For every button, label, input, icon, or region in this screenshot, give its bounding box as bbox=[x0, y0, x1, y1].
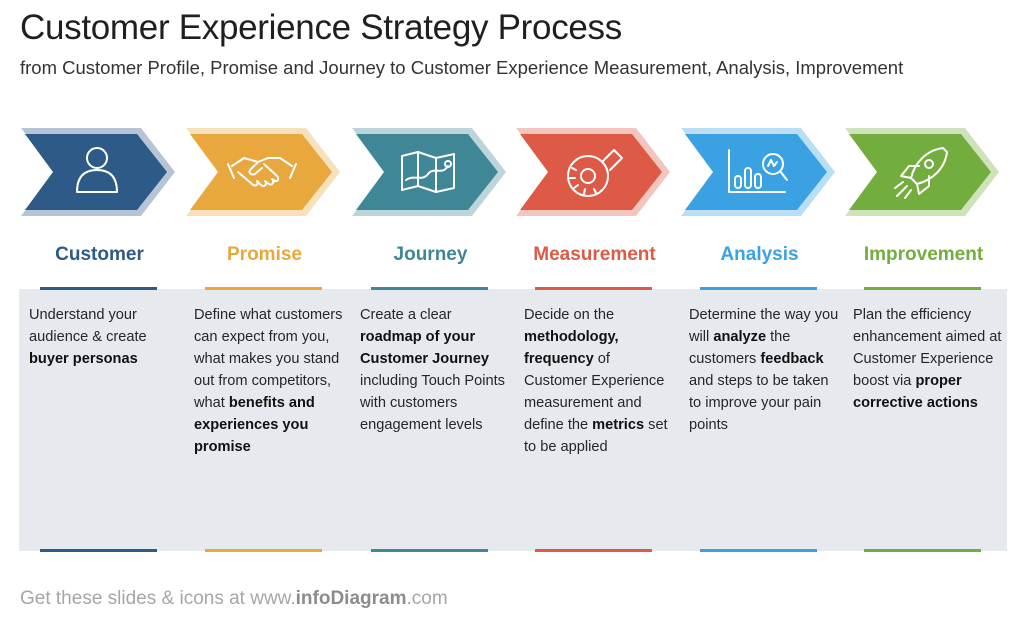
step-chevron bbox=[512, 126, 672, 218]
step-label: Analysis bbox=[720, 244, 799, 265]
description-highlight: proper corrective actions bbox=[853, 373, 978, 411]
step-description: Create a clear roadmap of your Customer … bbox=[360, 304, 510, 436]
analysis-chart-icon bbox=[728, 149, 788, 193]
step-accent-line-bottom bbox=[535, 549, 652, 552]
description-text: Create a clear bbox=[360, 307, 452, 323]
step-accent-line-top bbox=[205, 287, 322, 290]
step-accent-line-top bbox=[40, 287, 157, 290]
step-description: Determine the way you will analyze the c… bbox=[689, 304, 839, 436]
description-highlight: metrics bbox=[592, 417, 645, 433]
footer-brand: infoDiagram bbox=[295, 588, 407, 609]
description-highlight: analyze bbox=[713, 329, 767, 345]
step-accent-line-top bbox=[535, 287, 652, 290]
step-label: Journey bbox=[393, 244, 468, 265]
description-panel bbox=[19, 289, 1007, 551]
footer-prefix: Get these slides & icons at www. bbox=[20, 588, 296, 609]
description-highlight: buyer personas bbox=[29, 351, 138, 367]
page-title: Customer Experience Strategy Process bbox=[20, 8, 622, 47]
step-accent-line-bottom bbox=[371, 549, 488, 552]
description-text: of Customer Experience measurement and d… bbox=[524, 351, 665, 433]
description-text: Decide on the bbox=[524, 307, 615, 323]
step-accent-line-top bbox=[700, 287, 817, 290]
step-description: Decide on the methodology, frequency of … bbox=[524, 304, 674, 458]
footer-suffix: .com bbox=[406, 588, 448, 609]
description-text: including Touch Points with customers en… bbox=[360, 373, 505, 433]
description-text: Define what customers can expect from yo… bbox=[194, 307, 343, 411]
description-text: and steps to be taken to improve your pa… bbox=[689, 373, 829, 433]
step-label: Promise bbox=[227, 244, 302, 265]
step-chevron bbox=[348, 126, 508, 218]
step-chevron bbox=[677, 126, 837, 218]
step-description: Plan the efficiency enhancement aimed at… bbox=[853, 304, 1003, 414]
step-chevron bbox=[841, 126, 1001, 218]
step-chevron bbox=[182, 126, 342, 218]
step-chevron bbox=[17, 126, 177, 218]
description-text: Understand your audience & create bbox=[29, 307, 147, 345]
step-accent-line-bottom bbox=[205, 549, 322, 552]
map-icon bbox=[401, 151, 455, 193]
description-highlight: feedback bbox=[760, 351, 824, 367]
description-highlight: roadmap of your Customer Journey bbox=[360, 329, 489, 367]
tape-measure-icon bbox=[567, 149, 623, 197]
description-highlight: methodology, frequency bbox=[524, 329, 619, 367]
step-accent-line-top bbox=[864, 287, 981, 290]
page-subtitle: from Customer Profile, Promise and Journ… bbox=[20, 57, 904, 78]
step-accent-line-bottom bbox=[864, 549, 981, 552]
step-label: Improvement bbox=[863, 244, 984, 265]
step-label: Customer bbox=[55, 244, 144, 265]
person-icon bbox=[76, 147, 118, 193]
step-label: Measurement bbox=[533, 244, 656, 265]
description-highlight: benefits and experiences you promise bbox=[194, 395, 315, 455]
step-accent-line-top bbox=[371, 287, 488, 290]
description-text: the customers bbox=[689, 329, 791, 367]
step-description: Understand your audience & create buyer … bbox=[29, 304, 179, 370]
step-accent-line-bottom bbox=[700, 549, 817, 552]
step-accent-line-bottom bbox=[40, 549, 157, 552]
handshake-icon bbox=[227, 157, 297, 188]
footer-credit: Get these slides & icons at www.infoDiag… bbox=[20, 588, 448, 610]
description-text: set to be applied bbox=[524, 417, 668, 455]
description-text: Plan the efficiency enhancement aimed at… bbox=[853, 307, 1002, 389]
description-text: Determine the way you will bbox=[689, 307, 839, 345]
step-description: Define what customers can expect from yo… bbox=[194, 304, 344, 458]
rocket-icon bbox=[894, 147, 948, 199]
